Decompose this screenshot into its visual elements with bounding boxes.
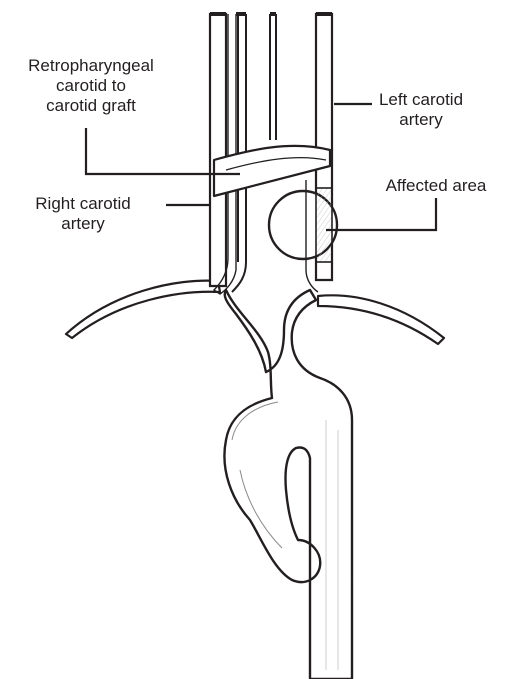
- label-affected-area: Affected area: [366, 176, 506, 196]
- right-subclavian-branch: [318, 295, 444, 344]
- central-tube: [270, 14, 276, 140]
- left-subclavian-branch: [66, 281, 220, 338]
- label-line: carotid graft: [0, 96, 182, 116]
- label-line: Right carotid: [8, 194, 158, 214]
- label-line: Affected area: [366, 176, 506, 196]
- leader-affected-area: [326, 198, 436, 230]
- right-carotid-vessel: [210, 14, 226, 286]
- label-right-carotid-artery: Right carotid artery: [8, 194, 158, 234]
- label-line: Retropharyngeal: [0, 56, 182, 76]
- carotid-graft: [214, 146, 330, 196]
- affected-segment: [316, 188, 332, 262]
- label-retropharyngeal-graft: Retropharyngeal carotid to carotid graft: [0, 56, 182, 116]
- label-left-carotid-artery: Left carotid artery: [366, 90, 476, 130]
- label-line: Left carotid: [366, 90, 476, 110]
- label-line: carotid to: [0, 76, 182, 96]
- label-line: artery: [366, 110, 476, 130]
- label-line: artery: [8, 214, 158, 234]
